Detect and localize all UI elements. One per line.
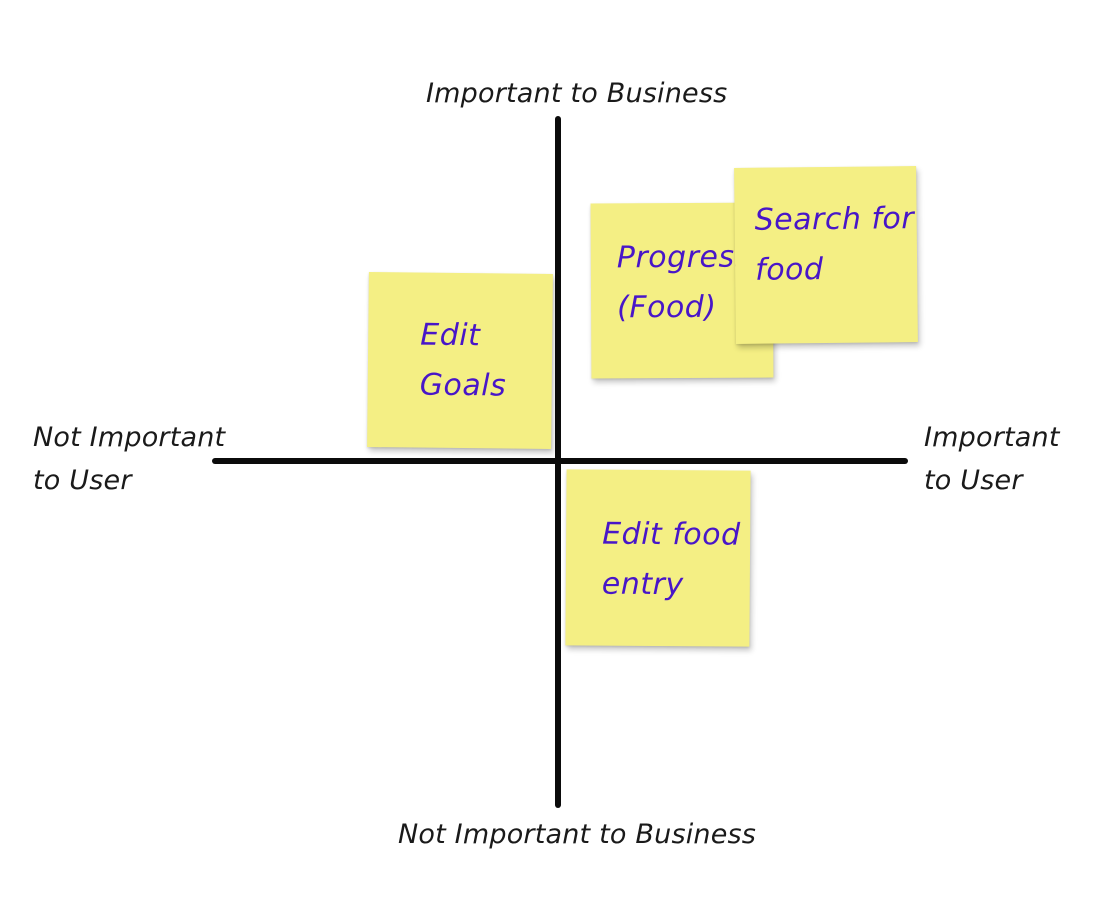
label-not-important-to-business: Not Important to Business	[398, 819, 757, 850]
sticky-note-text: Edit Goals	[419, 317, 507, 404]
label-important-to-user: Important to User	[924, 422, 1060, 496]
label-not-important-to-user: Not Important to User	[33, 422, 226, 496]
user-axis-line	[212, 458, 908, 464]
sticky-note-text: Search for food	[754, 201, 915, 288]
sticky-note-text: Progress (Food)	[616, 239, 751, 326]
sticky-note-text: Edit food entry	[601, 516, 741, 603]
sticky-note-edit-food-entry[interactable]: Edit food entry	[565, 469, 751, 647]
label-important-to-business: Important to Business	[426, 78, 728, 109]
sticky-note-search-for-food[interactable]: Search for food	[734, 166, 918, 344]
sticky-note-edit-goals[interactable]: Edit Goals	[367, 272, 553, 449]
